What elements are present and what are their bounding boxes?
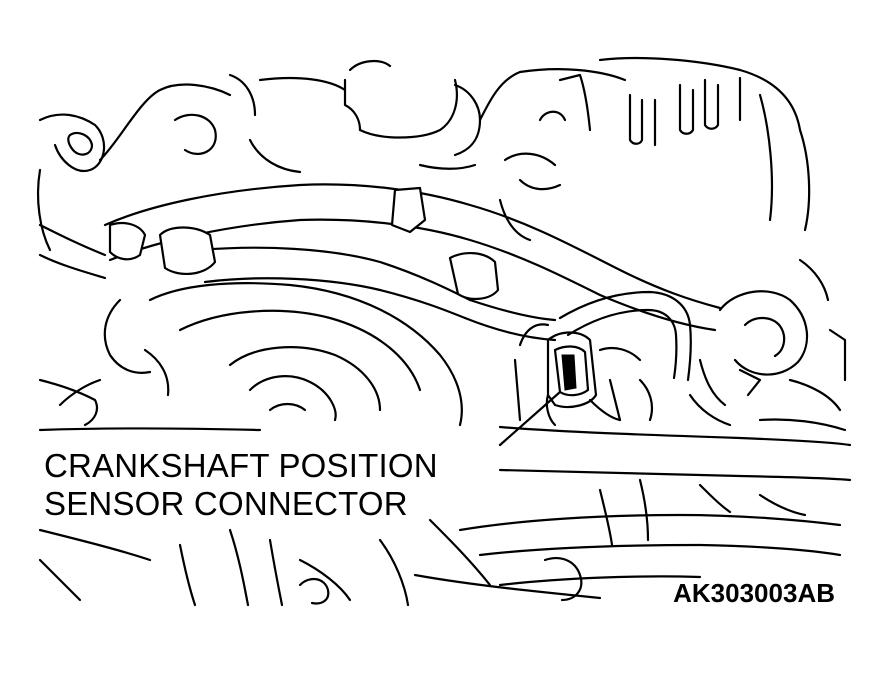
sensor-connector-drawing	[513, 323, 654, 427]
engine-block-upper	[36, 56, 811, 252]
figure-code: AK303003AB	[673, 578, 835, 608]
label-band	[38, 425, 852, 482]
callout-label: CRANKSHAFT POSITION SENSOR CONNECTOR	[44, 447, 438, 523]
callout-line-1: CRANKSHAFT POSITION	[44, 447, 438, 484]
crank-pulley	[38, 282, 463, 427]
engine-block-lower	[38, 478, 842, 607]
wiring-harness	[38, 183, 722, 382]
ring-terminal-right	[688, 258, 847, 432]
callout-line-2: SENSOR CONNECTOR	[44, 485, 408, 522]
callout-leader-line	[498, 390, 562, 447]
